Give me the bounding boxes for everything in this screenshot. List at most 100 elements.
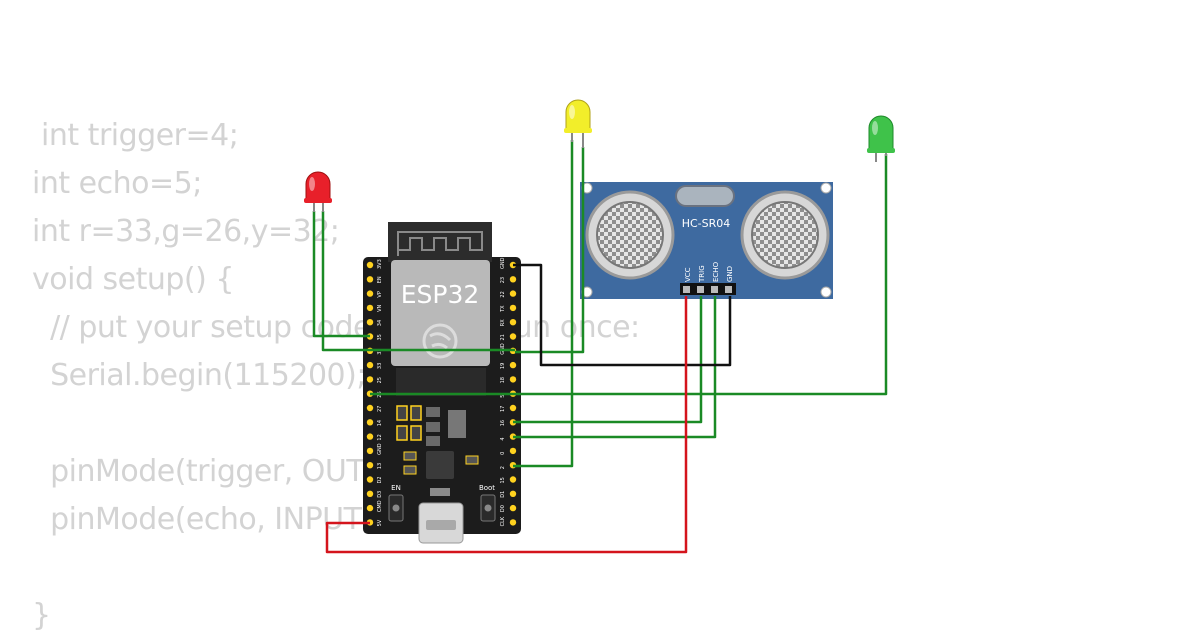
left-pin-14[interactable] — [366, 419, 374, 426]
left-pin-25[interactable] — [366, 376, 374, 383]
boot-button[interactable] — [480, 494, 496, 522]
code-line-3: int r=33,g=26,y=32; — [32, 214, 340, 249]
wire-trig-pin4[interactable] — [513, 296, 703, 424]
left-pin-12[interactable] — [366, 433, 374, 440]
left-pin-cmd[interactable] — [366, 504, 374, 512]
right-pin-d1[interactable] — [509, 490, 517, 497]
right-pin-21[interactable] — [509, 333, 517, 340]
boot-button-label: Boot — [479, 484, 495, 492]
left-pin-33[interactable] — [366, 361, 374, 369]
wires — [312, 140, 888, 554]
right-pin-label: RX — [500, 319, 506, 326]
code-line-1: int trigger=4; — [32, 118, 239, 153]
right-pin-0[interactable] — [509, 447, 517, 455]
left-pin-label: VN — [377, 304, 383, 311]
left-pin-en[interactable] — [366, 276, 374, 283]
right-pin-label: 16 — [500, 420, 506, 426]
sensor-pin-echo-label: ECHO — [712, 261, 720, 282]
right-pin-clk[interactable] — [509, 519, 517, 526]
right-pin-19[interactable] — [509, 361, 517, 369]
right-pin-label: CLK — [500, 516, 506, 526]
esp32-label: ESP32 — [401, 280, 480, 309]
left-pin-label: 35 — [377, 334, 383, 340]
en-button-label: EN — [391, 484, 401, 492]
left-pin-d3[interactable] — [366, 490, 374, 497]
left-pin-label: 32 — [377, 348, 383, 354]
left-pin-27[interactable] — [366, 404, 374, 412]
right-pin-label: 4 — [500, 437, 506, 440]
led-red[interactable] — [304, 171, 332, 212]
left-pin-34[interactable] — [366, 319, 374, 326]
left-pin-label: 27 — [377, 406, 383, 412]
wire-yellow-led-gnd[interactable] — [515, 147, 585, 354]
right-pin-label: 0 — [500, 452, 506, 455]
left-pin-label: VP — [377, 291, 383, 297]
sensor-pin-vcc-label: VCC — [684, 267, 692, 282]
right-pin-22[interactable] — [509, 290, 517, 297]
left-pin-label: 3V3 — [377, 259, 383, 269]
right-pin-label: 23 — [500, 277, 506, 283]
crystal-oscillator — [675, 185, 735, 207]
right-pin-17[interactable] — [509, 404, 517, 412]
left-pin-label: CMD — [377, 500, 383, 512]
wire-yellow-led-pin32[interactable] — [513, 140, 574, 468]
right-pin-label: 5 — [500, 395, 506, 398]
left-pin-vp[interactable] — [366, 290, 374, 297]
right-pin-rx[interactable] — [509, 319, 517, 326]
right-pin-label: D0 — [500, 505, 506, 512]
wire-sensor-vcc-5v[interactable] — [325, 296, 688, 554]
left-pin-label: 33 — [377, 363, 383, 369]
left-pin-vn[interactable] — [366, 304, 374, 312]
right-pin-label: TX — [500, 305, 506, 313]
ultrasonic-receiver-icon — [740, 190, 830, 280]
right-pin-label: 17 — [500, 406, 506, 412]
right-pin-label: 18 — [500, 377, 506, 383]
right-pin-label: GND — [500, 257, 506, 269]
right-pin-23[interactable] — [509, 276, 517, 283]
espressif-logo-icon — [422, 323, 458, 359]
right-pin-label: 2 — [500, 466, 506, 469]
left-pin-label: 13 — [377, 463, 383, 469]
wire-red-led-pin33[interactable] — [312, 211, 370, 338]
left-pin-label: D2 — [377, 476, 383, 483]
left-pin-label: 5V — [377, 519, 383, 526]
right-pin-label: 21 — [500, 334, 506, 340]
right-pin-d0[interactable] — [509, 504, 517, 512]
left-pin-3v3[interactable] — [366, 261, 374, 269]
right-pin-label: 19 — [500, 363, 506, 369]
right-pin-label: 15 — [500, 477, 506, 483]
right-pin-18[interactable] — [509, 376, 517, 383]
code-line-11: } — [32, 598, 51, 633]
sensor-pin-gnd-label: GND — [726, 266, 734, 282]
code-line-6: Serial.begin(115200); — [32, 358, 366, 393]
wire-red-led-gnd[interactable] — [321, 211, 515, 352]
wire-green-led-pin26[interactable] — [370, 154, 888, 396]
esp32-board[interactable]: ESP32 EN Boot — [363, 222, 521, 544]
left-pin-header: 3V3ENVPVN343532332526271412GND13D2D3CMD5… — [366, 259, 383, 526]
hc-sr04-sensor[interactable]: HC-SR04 VCC TRIG ECHO GND — [580, 182, 833, 299]
led-green[interactable] — [867, 115, 895, 162]
sensor-pin-trig-label: TRIG — [698, 265, 706, 283]
led-yellow[interactable] — [564, 99, 592, 148]
wire-sensor-gnd[interactable] — [513, 263, 732, 367]
left-pin-gnd[interactable] — [366, 447, 374, 455]
usb-uart-chip — [426, 451, 454, 479]
left-pin-label: 34 — [377, 320, 383, 326]
left-pin-13[interactable] — [366, 462, 374, 469]
right-pin-15[interactable] — [509, 476, 517, 483]
en-button[interactable] — [388, 494, 404, 522]
right-pin-tx[interactable] — [509, 304, 517, 312]
left-pin-label: 12 — [377, 434, 383, 440]
ultrasonic-transmitter-icon — [585, 190, 675, 280]
right-pin-label: 22 — [500, 291, 506, 297]
left-pin-label: 14 — [377, 420, 383, 426]
code-line-2: int echo=5; — [32, 166, 202, 201]
left-pin-label: 25 — [377, 377, 383, 383]
left-pin-d2[interactable] — [366, 476, 374, 483]
wire-echo-pin5[interactable] — [513, 296, 717, 439]
left-pin-label: GND — [377, 443, 383, 455]
sensor-model-label: HC-SR04 — [682, 217, 731, 230]
esp32-module-shield — [391, 260, 490, 366]
